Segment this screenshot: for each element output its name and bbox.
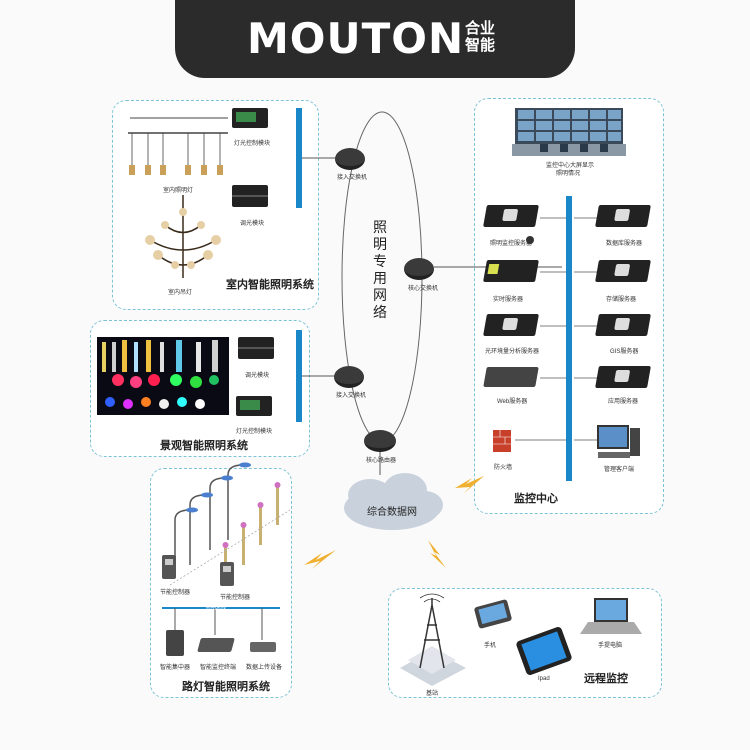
server-5-label: 光环境量分析服务器 — [485, 349, 540, 355]
monitor-title: 监控中心 — [514, 492, 558, 505]
video-wall-icon — [512, 108, 626, 156]
pc-icon — [597, 425, 640, 458]
cloud-label: 综合数据网 — [367, 507, 417, 518]
monitor-terminal-label: 智能监控终端 — [200, 665, 237, 671]
landscape-dimmer-label: 调光模块 — [245, 373, 270, 379]
indoor-bus-label: 照明总线 — [290, 148, 296, 168]
server-2-label: 数据库服务器 — [606, 241, 643, 247]
pc-label: 管理客户端 — [604, 467, 635, 473]
monitor-bus — [566, 196, 572, 481]
landscape-light-ctrl-module — [236, 396, 272, 416]
cloud-icon — [344, 473, 443, 530]
landscape-light-ctrl-label: 灯光控制模块 — [236, 429, 273, 435]
ipad-icon — [516, 627, 572, 675]
server-1-icon — [483, 205, 539, 227]
street-ctrl-1-label: 节能控制器 — [160, 590, 191, 596]
landscape-light-fixtures — [102, 340, 219, 409]
core-switch-label: 核心交换机 — [408, 286, 439, 292]
indoor-light-ctrl-label: 灯光控制模块 — [234, 141, 271, 147]
indoor-dimmer-module — [232, 185, 268, 207]
core-router-icon — [364, 430, 396, 452]
indoor-dimmer-label: 调光模块 — [240, 221, 265, 227]
indoor-light-ctrl-module — [232, 108, 268, 128]
server-8-icon — [595, 366, 651, 388]
server-1-label: 照明监控服务器 — [490, 241, 533, 247]
street-ctrl-1-icon — [162, 555, 176, 579]
indoor-ceiling-light-label: 室内照明灯 — [163, 188, 194, 194]
laptop-label: 手提电脑 — [598, 643, 623, 649]
server-7-icon — [483, 367, 539, 387]
pendant-lights-icon — [128, 117, 228, 175]
network-char-3: 专 — [373, 254, 387, 270]
indoor-chandelier-label: 室内吊灯 — [168, 290, 193, 296]
landscape-dimmer-module — [238, 337, 274, 359]
server-2-icon — [595, 205, 651, 227]
laptop-icon — [580, 598, 642, 634]
network-label: 照 明 专 用 网 络 — [370, 220, 390, 322]
brand-logo: MOUTON — [247, 14, 465, 63]
server-6-label: GIS服务器 — [610, 349, 639, 355]
server-5-icon — [483, 314, 539, 336]
phone-label: 手机 — [484, 643, 497, 649]
monitor-bus-label: 监控网络 — [560, 300, 566, 320]
brand-cn-line1: 合业 — [465, 20, 496, 37]
street-title: 路灯智能照明系统 — [182, 680, 270, 693]
indoor-switch-icon — [335, 148, 365, 170]
street-bus-label: 照明总线 — [206, 605, 227, 611]
firewall-icon — [493, 430, 511, 452]
ipad-label: Ipad — [538, 676, 550, 682]
server-3-label: 实时服务器 — [493, 297, 524, 303]
indoor-bus — [296, 108, 302, 208]
monitor-terminal-icon — [197, 638, 235, 652]
data-upload-icon — [250, 642, 276, 652]
indoor-region — [112, 100, 319, 310]
phone-icon — [474, 599, 512, 629]
street-light-poles — [174, 464, 244, 565]
indoor-title: 室内智能照明系统 — [226, 278, 314, 291]
server-6-icon — [595, 314, 651, 336]
core-router-label: 核心路由器 — [366, 458, 397, 464]
base-station-icon — [400, 593, 466, 686]
concentrator-label: 智能集中器 — [160, 665, 191, 671]
brand-cn-line2: 智能 — [465, 37, 496, 54]
network-char-1: 照 — [373, 220, 387, 236]
antenna-icon — [526, 236, 534, 244]
landscape-bus-label: 照明总线 — [290, 366, 296, 386]
network-char-4: 用 — [373, 271, 387, 287]
server-4-label: 存储服务器 — [606, 297, 637, 303]
indoor-switch-label: 接入交换机 — [337, 175, 368, 181]
street-ctrl-2-label: 节能控制器 — [220, 595, 251, 601]
brand-cn-name: 合业 智能 — [465, 20, 505, 54]
server-8-label: 应用服务器 — [608, 399, 639, 405]
base-label: 基站 — [426, 691, 439, 697]
server-4-icon — [595, 260, 651, 282]
network-char-2: 明 — [373, 237, 387, 253]
data-upload-label: 数据上传设备 — [246, 665, 283, 671]
concentrator-icon — [166, 630, 184, 656]
remote-title: 远程监控 — [584, 672, 628, 685]
video-wall-label: 监控中心大屏显示 — [546, 163, 595, 169]
network-char-5: 网 — [373, 288, 387, 304]
core-switch-icon — [404, 258, 434, 280]
server-7-label: Web服务器 — [497, 399, 528, 405]
landscape-switch-label: 接入交换机 — [336, 393, 367, 399]
street-ctrl-2-icon — [220, 562, 234, 586]
network-char-6: 络 — [373, 305, 387, 321]
chandelier-icon — [145, 195, 221, 278]
brand-header: MOUTON 合业 智能 — [175, 0, 575, 78]
lightning-bolts — [304, 476, 484, 569]
landscape-title: 景观智能照明系统 — [160, 439, 248, 452]
firewall-label: 防火墙 — [494, 465, 513, 471]
landscape-bus — [296, 330, 302, 422]
server-3-icon — [483, 260, 539, 282]
video-wall-sublabel: 照明情况 — [556, 171, 581, 177]
landscape-switch-icon — [334, 366, 364, 388]
